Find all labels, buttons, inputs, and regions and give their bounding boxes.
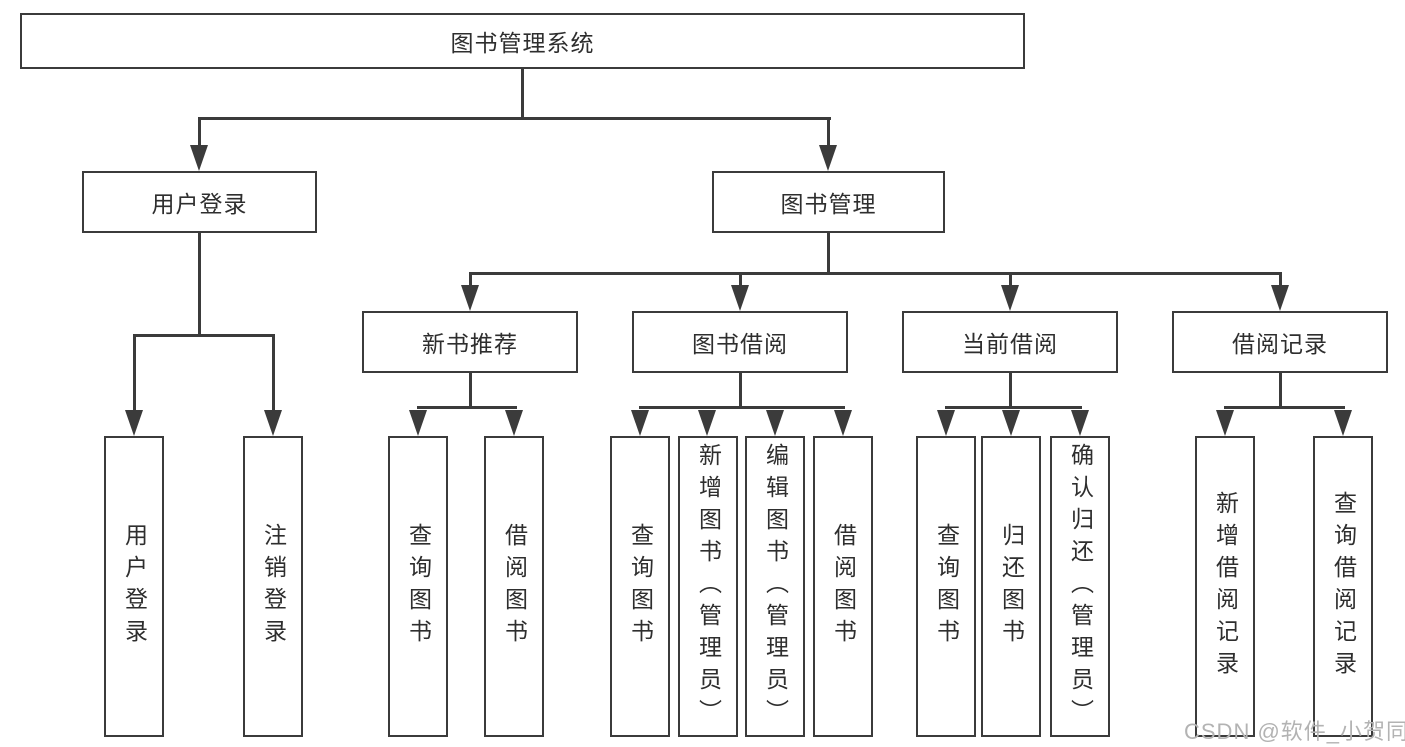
arrow-to-book-management (819, 145, 837, 171)
arrow-to-borrowing-records (1271, 285, 1289, 311)
connector-group3-stub (1009, 373, 1012, 409)
connector-group4-bus (1224, 406, 1345, 409)
leaf-query-borrow-record: 查询借阅记录 (1313, 436, 1373, 737)
connector-group1-stub (469, 373, 472, 409)
connector-group4-stub (1279, 373, 1282, 409)
arrow-group3-child3 (1071, 410, 1089, 436)
leaf-edit-book-admin: 编辑图书（管理员） (745, 436, 805, 737)
connector-root-stub (521, 67, 524, 120)
arrow-to-book-borrowing (731, 285, 749, 311)
arrow-to-user-login (190, 145, 208, 171)
arrow-to-leaf-user-login (125, 410, 143, 436)
arrow-group2-child3 (766, 410, 784, 436)
connector-to-new-book (469, 272, 472, 287)
leaf-query-books-recommend: 查询图书 (388, 436, 448, 737)
node-book-borrowing: 图书借阅 (632, 311, 848, 373)
csdn-watermark: CSDN @软件_小贺同学 (1184, 719, 1405, 744)
node-new-book-recommendation: 新书推荐 (362, 311, 578, 373)
connector-book-management-bus (469, 272, 1282, 275)
connector-to-book-management (827, 117, 830, 149)
arrow-group2-child2 (698, 410, 716, 436)
arrow-to-leaf-logout (264, 410, 282, 436)
arrow-group4-child2 (1334, 410, 1352, 436)
arrow-group4-child1 (1216, 410, 1234, 436)
connector-group2-bus (639, 406, 845, 409)
leaf-user-login: 用户登录 (104, 436, 164, 737)
arrow-group3-child1 (937, 410, 955, 436)
connector-root-bus (198, 117, 831, 120)
leaf-query-books-current: 查询图书 (916, 436, 976, 737)
connector-group3-bus (945, 406, 1082, 409)
connector-to-borrowing-records (1279, 272, 1282, 287)
leaf-borrow-books-borrowing: 借阅图书 (813, 436, 873, 737)
leaf-add-borrow-record: 新增借阅记录 (1195, 436, 1255, 737)
connector-book-management-stub (827, 233, 830, 275)
arrow-to-new-book (461, 285, 479, 311)
leaf-add-book-admin: 新增图书（管理员） (678, 436, 738, 737)
node-borrowing-records: 借阅记录 (1172, 311, 1388, 373)
arrow-group3-child2 (1002, 410, 1020, 436)
arrow-group2-child1 (631, 410, 649, 436)
connector-user-login-bus (133, 334, 275, 337)
leaf-confirm-return-admin: 确认归还（管理员） (1050, 436, 1110, 737)
arrow-group1-child2 (505, 410, 523, 436)
connector-to-current-borrowing (1009, 272, 1012, 287)
leaf-query-books-borrowing: 查询图书 (610, 436, 670, 737)
node-user-login: 用户登录 (82, 171, 317, 233)
connector-group1-bus (417, 406, 517, 409)
connector-to-leaf-logout (272, 334, 275, 412)
node-book-management: 图书管理 (712, 171, 945, 233)
arrow-group2-child4 (834, 410, 852, 436)
connector-to-book-borrowing (739, 272, 742, 287)
leaf-logout: 注销登录 (243, 436, 303, 737)
node-library-management-system: 图书管理系统 (20, 13, 1025, 69)
connector-group2-stub (739, 373, 742, 409)
connector-to-leaf-user-login (133, 334, 136, 412)
connector-to-user-login (198, 117, 201, 149)
leaf-borrow-books-recommend: 借阅图书 (484, 436, 544, 737)
node-current-borrowing: 当前借阅 (902, 311, 1118, 373)
leaf-return-book: 归还图书 (981, 436, 1041, 737)
arrow-group1-child1 (409, 410, 427, 436)
arrow-to-current-borrowing (1001, 285, 1019, 311)
connector-user-login-stub (198, 233, 201, 337)
